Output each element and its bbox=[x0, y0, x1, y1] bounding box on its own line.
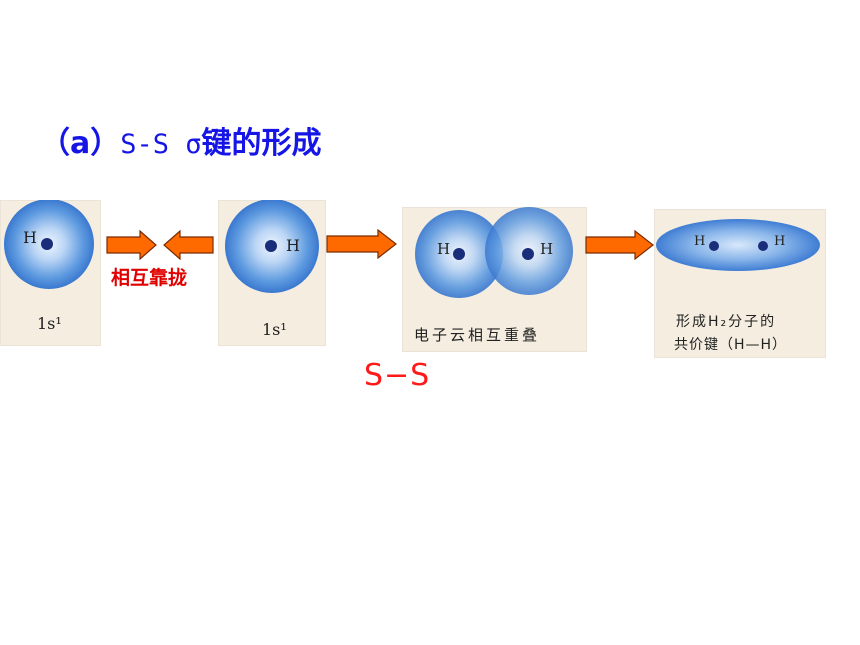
atom-label-right: H bbox=[774, 234, 786, 249]
atom-label: H bbox=[23, 228, 37, 247]
panel-1s-right: H 1s¹ bbox=[218, 200, 326, 346]
orbital-caption: 1s¹ bbox=[37, 314, 62, 333]
overlap-caption: 电子云相互重叠 bbox=[414, 326, 541, 344]
arrow-right-icon bbox=[585, 230, 654, 260]
title-suffix: 键的形成 bbox=[201, 126, 322, 161]
h2-molecule-cloud bbox=[656, 219, 820, 271]
overlapping-clouds bbox=[415, 207, 573, 298]
molecule-caption-line1: 形成H₂分子的 bbox=[676, 314, 777, 330]
atom-label-left: H bbox=[694, 234, 706, 249]
panel-overlap: H H 电子云相互重叠 bbox=[402, 207, 587, 352]
nucleus-dot bbox=[522, 248, 534, 260]
panel-1s-left: H 1s¹ bbox=[0, 200, 101, 346]
arrow-left-icon bbox=[163, 230, 214, 260]
atom-label: H bbox=[286, 236, 300, 255]
atom-label-left: H bbox=[437, 240, 451, 258]
electron-cloud-left bbox=[4, 200, 94, 289]
electron-cloud-right bbox=[225, 200, 319, 293]
title-latin: S-S σ bbox=[120, 129, 202, 160]
nucleus-dot bbox=[453, 248, 465, 260]
molecular-cloud-ellipse bbox=[656, 219, 820, 271]
nucleus-dot bbox=[709, 241, 719, 251]
panel-h2-molecule: H H 形成H₂分子的 共价键（H—H） bbox=[654, 209, 826, 358]
bond-type-label: S−S bbox=[364, 358, 431, 393]
atom-label-right: H bbox=[540, 240, 554, 258]
page-title: （a）S-S σ键的形成 bbox=[40, 118, 322, 162]
orbital-caption: 1s¹ bbox=[262, 320, 287, 339]
approach-label: 相互靠拢 bbox=[111, 267, 188, 289]
arrow-right-icon bbox=[326, 229, 397, 259]
nucleus-dot bbox=[41, 238, 53, 250]
nucleus-dot bbox=[758, 241, 768, 251]
arrow-right-icon bbox=[106, 230, 157, 260]
nucleus-dot bbox=[265, 240, 277, 252]
title-prefix: （a） bbox=[40, 126, 121, 161]
molecule-caption-line2: 共价键（H—H） bbox=[674, 337, 788, 353]
